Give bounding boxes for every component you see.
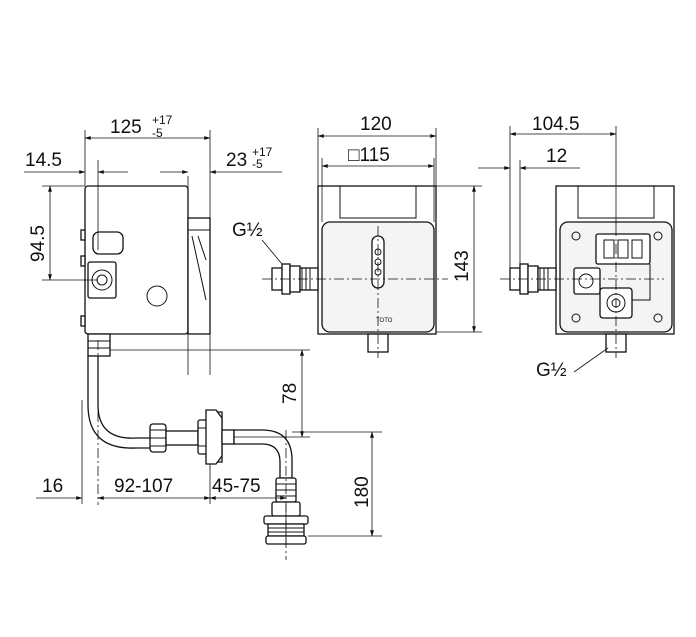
dim-side-pipe-height: 180 [352, 476, 373, 508]
dim-bottom-mid: 92-107 [114, 476, 173, 497]
dim-bottom-right: 45-75 [212, 476, 261, 497]
dim-front-width: 120 [360, 114, 392, 135]
dim-side-height: 94.5 [28, 225, 49, 262]
svg-text:+17: +17 [252, 145, 273, 159]
sensor-window [146, 285, 168, 307]
dim-side-offset-left: 14.5 [25, 150, 62, 171]
svg-text:-5: -5 [152, 126, 163, 140]
drain-pipe [87, 355, 157, 449]
dim-back-width: 104.5 [532, 114, 580, 135]
front-brand-mark: TOTO [376, 318, 393, 324]
side-view-body [84, 185, 189, 335]
svg-text:+17: +17 [152, 113, 173, 127]
mounting-plate [187, 217, 211, 335]
dim-front-height: 143 [452, 250, 473, 282]
valve-block [595, 233, 651, 265]
dim-front-inner: □115 [348, 145, 390, 166]
back-view: G½ 104.5 12 [478, 114, 675, 381]
side-view: 125 +17 -5 14.5 23 +17 -5 94.5 78 180 [24, 113, 382, 560]
dim-side-offset-right: 23 [226, 150, 247, 171]
dim-back-small: 12 [546, 146, 567, 167]
svg-text:-5: -5 [252, 157, 263, 171]
dim-bottom-left: 16 [42, 476, 63, 497]
solenoid [573, 267, 601, 295]
front-thread-label: G½ [232, 220, 263, 241]
back-thread-label: G½ [536, 360, 567, 381]
dim-side-width: 125 [110, 117, 142, 138]
dim-side-drop: 78 [280, 383, 301, 404]
front-view: TOTO G½ 120 □115 143 [232, 114, 482, 358]
